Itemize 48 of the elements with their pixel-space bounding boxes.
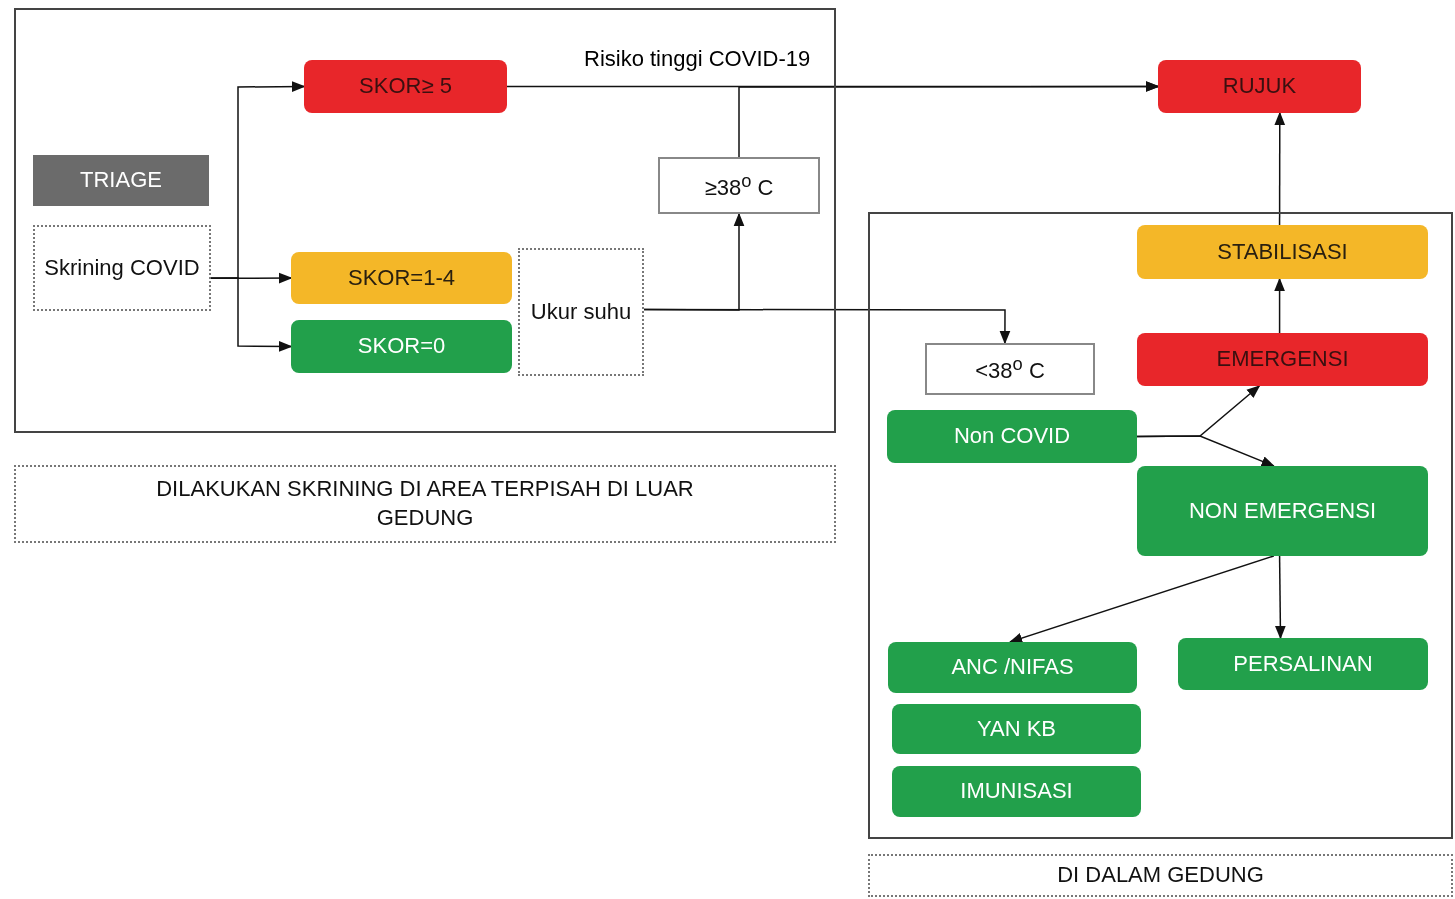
box-label: ANC /NIFAS bbox=[951, 653, 1074, 682]
box-label: YAN KB bbox=[976, 714, 1057, 743]
process-box bbox=[304, 60, 507, 113]
box-label: <38$^{o}$ C bbox=[975, 352, 1045, 386]
arrow bbox=[210, 277, 293, 352]
arrow bbox=[1136, 435, 1275, 467]
area-frame bbox=[14, 8, 836, 433]
box-label: PERSALINAN bbox=[1233, 649, 1373, 678]
box-label: TRIAGE bbox=[80, 166, 162, 195]
box-label: IMUNISASI bbox=[960, 777, 1073, 806]
arrow bbox=[1008, 555, 1275, 644]
process-box bbox=[33, 155, 209, 206]
process-box bbox=[1178, 638, 1428, 690]
box-label: SKOR=1-4 bbox=[348, 263, 455, 292]
process-box bbox=[1158, 60, 1361, 113]
area-frame bbox=[868, 212, 1453, 839]
box-label: Non COVID bbox=[953, 422, 1071, 451]
box-label: SKOR≥ 5 bbox=[359, 72, 452, 101]
box-label: DI DALAM GEDUNG bbox=[1057, 861, 1264, 890]
process-box bbox=[892, 766, 1141, 817]
arrow bbox=[1274, 277, 1285, 334]
process-box bbox=[887, 410, 1137, 463]
process-box bbox=[658, 157, 820, 214]
box-label: ≥38$^{o}$ C bbox=[704, 168, 774, 202]
dotted-box bbox=[868, 854, 1453, 897]
box-label: RUJUK bbox=[1222, 72, 1297, 101]
box-label: EMERGENSI bbox=[1216, 345, 1349, 374]
process-box bbox=[892, 704, 1141, 754]
process-box bbox=[291, 252, 512, 304]
process-box bbox=[1137, 225, 1428, 279]
arrow bbox=[1274, 555, 1286, 640]
box-label: NON EMERGENSI bbox=[1189, 496, 1376, 525]
process-box bbox=[925, 343, 1095, 395]
box-label: Skrining COVID bbox=[44, 253, 200, 282]
dotted-box bbox=[14, 465, 836, 543]
process-box bbox=[291, 320, 512, 373]
box-label: SKOR=0 bbox=[357, 332, 446, 361]
arrow bbox=[1274, 111, 1286, 226]
box-label: Ukur suhu bbox=[530, 297, 632, 326]
arrow bbox=[643, 308, 1011, 345]
process-box bbox=[1137, 333, 1428, 386]
process-box bbox=[1137, 466, 1428, 556]
box-label: DILAKUKAN SKRINING DI AREA TERPISAH DI LUAR GEDUNG bbox=[155, 475, 695, 532]
arrow bbox=[738, 81, 1160, 158]
box-label: STABILISASI bbox=[1217, 237, 1348, 266]
dotted-box bbox=[33, 225, 211, 311]
dotted-box bbox=[518, 248, 644, 376]
process-box bbox=[888, 642, 1137, 693]
